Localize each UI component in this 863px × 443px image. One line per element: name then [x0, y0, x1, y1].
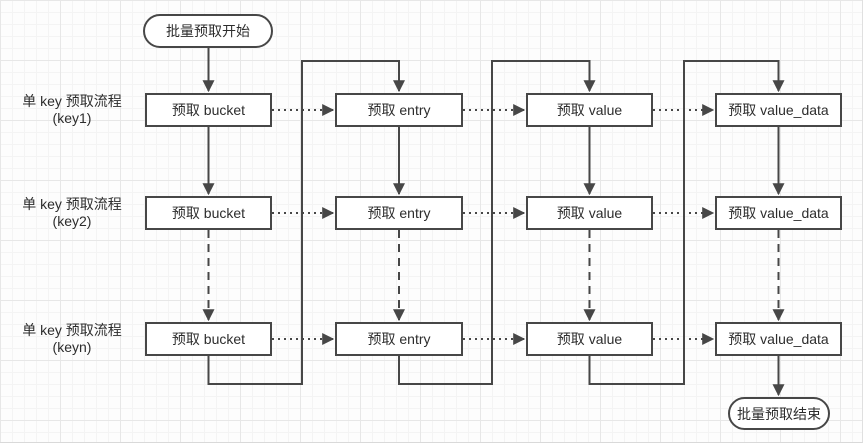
node-entry-key2-label: 预取 entry [367, 205, 431, 221]
row-label-key1-line1: 单 key 预取流程 [22, 93, 122, 109]
node-value-key2-label: 预取 value [556, 205, 623, 221]
node-entry-key2: 预取 entry [335, 196, 463, 230]
row-label-key1-line2: (key1) [52, 110, 92, 126]
node-bucket-keyn: 预取 bucket [145, 322, 272, 356]
node-entry-key1: 预取 entry [335, 93, 463, 127]
node-bucket-keyn-label: 预取 bucket [171, 331, 246, 347]
node-valuedata-key1: 预取 value_data [715, 93, 842, 127]
node-valuedata-keyn: 预取 value_data [715, 322, 842, 356]
node-value-key1: 预取 value [526, 93, 653, 127]
node-value-key1-label: 预取 value [556, 102, 623, 118]
row-label-key2-line1: 单 key 预取流程 [22, 196, 122, 212]
node-valuedata-keyn-label: 预取 value_data [728, 331, 829, 347]
node-bucket-key2: 预取 bucket [145, 196, 272, 230]
row-label-key1: 单 key 预取流程 (key1) [6, 93, 138, 127]
node-value-keyn-label: 预取 value [556, 331, 623, 347]
row-label-key2: 单 key 预取流程 (key2) [6, 196, 138, 230]
node-valuedata-key2-label: 预取 value_data [728, 205, 829, 221]
row-label-keyn: 单 key 预取流程 (keyn) [6, 322, 138, 356]
node-valuedata-key1-label: 预取 value_data [728, 102, 829, 118]
node-bucket-key1-label: 预取 bucket [171, 102, 246, 118]
node-entry-key1-label: 预取 entry [367, 102, 431, 118]
row-label-keyn-line2: (keyn) [52, 339, 92, 355]
node-entry-keyn: 预取 entry [335, 322, 463, 356]
end-terminator: 批量预取结束 [728, 397, 830, 430]
node-value-key2: 预取 value [526, 196, 653, 230]
row-label-key2-line2: (key2) [52, 213, 92, 229]
node-bucket-key2-label: 预取 bucket [171, 205, 246, 221]
row-label-keyn-line1: 单 key 预取流程 [22, 322, 122, 338]
end-terminator-label: 批量预取结束 [737, 405, 821, 422]
node-valuedata-key2: 预取 value_data [715, 196, 842, 230]
start-terminator-label: 批量预取开始 [166, 23, 250, 39]
node-bucket-key1: 预取 bucket [145, 93, 272, 127]
node-value-keyn: 预取 value [526, 322, 653, 356]
start-terminator: 批量预取开始 [143, 14, 273, 48]
node-entry-keyn-label: 预取 entry [367, 331, 431, 347]
